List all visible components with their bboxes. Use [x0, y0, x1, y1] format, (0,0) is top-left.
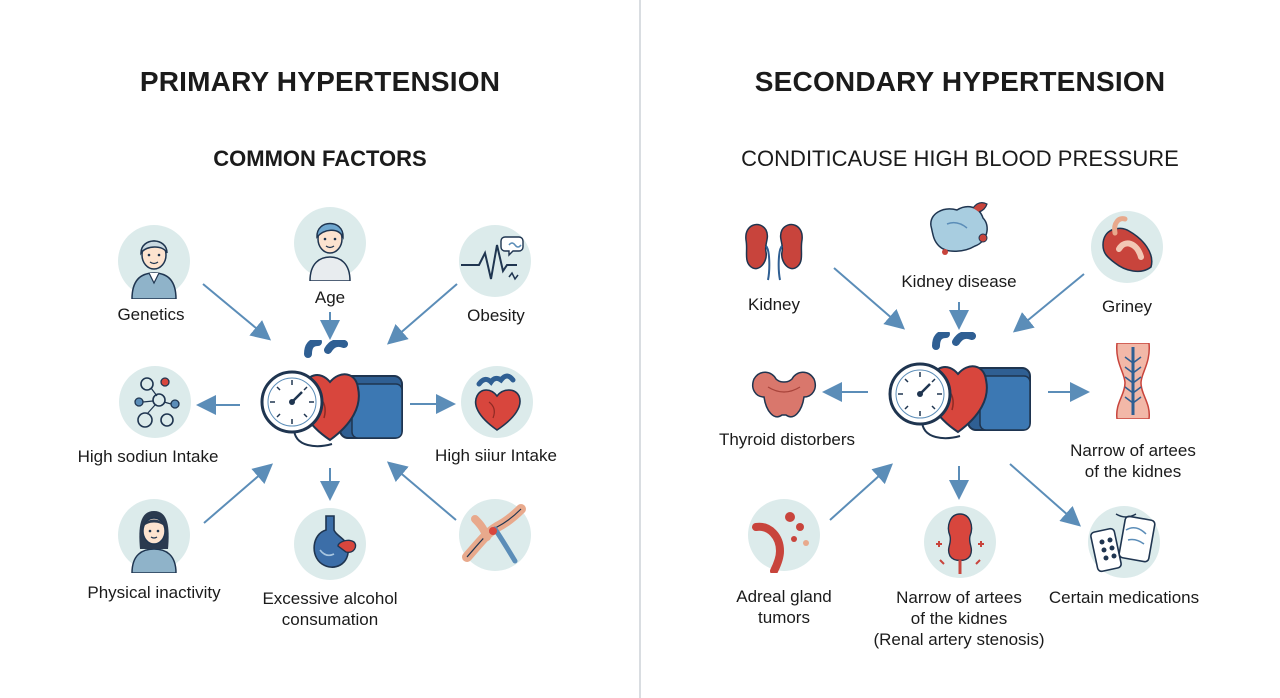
node-label-kidney: Kidney	[748, 295, 800, 314]
node-label-age: Age	[314, 288, 346, 307]
pills-icon	[1086, 504, 1162, 580]
arrow-adrenal	[829, 463, 893, 521]
node-label-obesity: Obesity	[467, 306, 525, 325]
woman-icon	[116, 497, 192, 573]
secondary-hypertension-panel: SECONDARY HYPERTENSION CONDITICAUSE HIGH…	[640, 0, 1280, 698]
node-label-inactivity: Physical inactivity	[87, 583, 221, 602]
node-label-griney: Griney	[1101, 297, 1153, 316]
node-label-sodium: High sodiun Intake	[77, 447, 219, 466]
node-label-sugar: High siiur Intake	[435, 446, 557, 465]
arrow-artery	[386, 461, 457, 521]
panel-title: SECONDARY HYPERTENSION	[754, 66, 1166, 97]
label-line: Narrow of artees	[1070, 441, 1196, 460]
stomach-icon	[292, 506, 368, 582]
panel-subtitle: CONDITICAUSE HIGH BLOOD PRESSURE	[741, 146, 1179, 171]
primary-hypertension-panel: PRIMARY HYPERTENSION COMMON FACTORS	[77, 66, 557, 630]
label-line: tumors	[758, 608, 810, 627]
heart-blood-pressure-illustration	[258, 338, 408, 461]
heart-blood-pressure-illustration	[886, 330, 1036, 453]
gland-icon	[1089, 209, 1165, 285]
person-icon	[116, 223, 192, 299]
panel-subtitle: COMMON FACTORS	[213, 146, 427, 171]
arrow-medications	[1009, 463, 1081, 527]
arrow-kidney	[833, 267, 906, 330]
label-line: Narrow of artees	[896, 588, 1022, 607]
arrows-layer	[822, 267, 1090, 527]
label-line: Excessive alcohol	[262, 589, 398, 608]
node-label-narrow-arteries: Narrow of artees of the kidnes	[1048, 440, 1218, 482]
panel-divider	[639, 0, 641, 698]
heart-icon	[459, 364, 535, 440]
label-line: of the kidnes	[910, 609, 1008, 628]
kidney-cross-icon	[922, 504, 998, 580]
node-label-thyroid: Thyroid distorbers	[718, 430, 856, 449]
organ-icon	[921, 196, 997, 272]
person-icon	[292, 205, 368, 281]
label-line: Adreal gland	[736, 587, 832, 606]
kidneys-icon	[736, 210, 812, 286]
arrow-inactivity	[203, 463, 274, 524]
label-line: (Renal artery stenosis)	[873, 630, 1045, 649]
heartbeat-icon	[457, 223, 533, 299]
molecules-icon	[117, 364, 193, 440]
node-label-kidney-disease: Kidney disease	[901, 272, 1017, 291]
label-line: of the kidnes	[1084, 462, 1182, 481]
arrows-layer	[196, 283, 458, 524]
node-label-medications: Certain medications	[1048, 588, 1200, 607]
label-line: consumation	[281, 610, 379, 629]
node-label-renal-stenosis: Narrow of artees of the kidnes (Renal ar…	[859, 587, 1059, 650]
node-label-alcohol: Excessive alcohol consumation	[244, 588, 416, 630]
artery-narrow-icon	[1095, 343, 1171, 419]
artery-icon	[457, 497, 533, 573]
arrow-griney	[1012, 273, 1085, 333]
thyroid-icon	[746, 357, 822, 433]
arrow-genetics	[202, 283, 272, 341]
adrenal-icon	[746, 497, 822, 573]
panel-title: PRIMARY HYPERTENSION	[139, 66, 501, 97]
node-label-adrenal: Adreal gland tumors	[719, 586, 849, 628]
arrow-obesity	[386, 283, 458, 345]
node-label-genetics: Genetics	[117, 305, 185, 324]
